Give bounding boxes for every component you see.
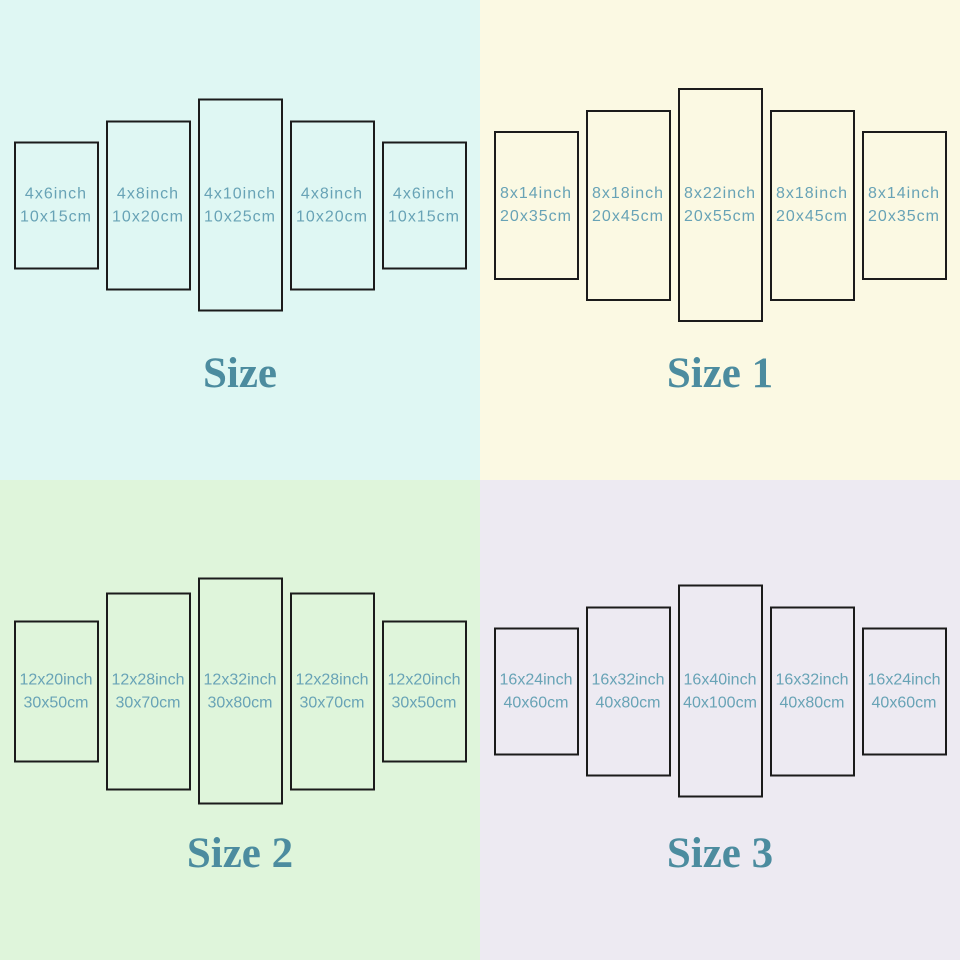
panel-size-inch-label: 8x22inch bbox=[683, 185, 757, 202]
panel-size-cm-label: 20x55cm bbox=[684, 208, 756, 225]
quadrant-size-2: 12x20inch 30x50cm 12x28inch 30x70cm 12x32inc… bbox=[0, 480, 480, 960]
quadrant-size: 4x6inch 10x15cm 4x8inch 10x20cm 4x10inch 10x2… bbox=[0, 0, 480, 480]
panel-size-inch-label: 4x6inch bbox=[392, 185, 456, 202]
canvas-panel: 4x6inch 10x15cm bbox=[381, 141, 467, 269]
panel-row: 16x24inch 40x60cm 16x32inch 40x80cm 16x40inc… bbox=[480, 584, 960, 798]
panel-size-inch-label: 8x18inch bbox=[591, 185, 665, 202]
size-group-title: Size bbox=[202, 350, 278, 397]
panel-size-cm-label: 10x15cm bbox=[388, 208, 460, 225]
panel-size-inch-label: 16x24inch bbox=[867, 671, 941, 688]
canvas-panel: 8x18inch 20x45cm bbox=[585, 109, 671, 301]
panel-size-cm-label: 40x60cm bbox=[503, 694, 569, 711]
panel-size-inch-label: 12x20inch bbox=[19, 671, 93, 688]
panel-size-cm-label: 30x70cm bbox=[299, 694, 365, 711]
panel-size-cm-label: 20x35cm bbox=[500, 208, 572, 225]
size-group-title: Size 3 bbox=[666, 830, 774, 877]
canvas-panel: 16x40inch 40x100cm bbox=[677, 584, 763, 798]
canvas-panel: 8x14inch 20x35cm bbox=[861, 130, 947, 280]
panel-size-cm-label: 20x45cm bbox=[776, 208, 848, 225]
quadrant-size-3: 16x24inch 40x60cm 16x32inch 40x80cm 16x40inc… bbox=[480, 480, 960, 960]
panel-size-inch-label: 16x40inch bbox=[683, 671, 757, 688]
canvas-panel: 12x32inch 30x80cm bbox=[197, 577, 283, 805]
panel-row: 12x20inch 30x50cm 12x28inch 30x70cm 12x32inc… bbox=[0, 577, 480, 805]
canvas-panel: 4x10inch 10x25cm bbox=[197, 98, 283, 312]
canvas-panel: 12x20inch 30x50cm bbox=[13, 620, 99, 762]
panel-size-cm-label: 10x20cm bbox=[296, 208, 368, 225]
canvas-panel: 4x8inch 10x20cm bbox=[289, 120, 375, 290]
quadrant-size-1: 8x14inch 20x35cm 8x18inch 20x45cm 8x22inch 20… bbox=[480, 0, 960, 480]
panel-row: 4x6inch 10x15cm 4x8inch 10x20cm 4x10inch 10x2… bbox=[0, 98, 480, 312]
canvas-panel: 8x14inch 20x35cm bbox=[493, 130, 579, 280]
panel-size-inch-label: 16x24inch bbox=[499, 671, 573, 688]
panel-size-cm-label: 40x80cm bbox=[595, 694, 661, 711]
canvas-panel: 12x28inch 30x70cm bbox=[289, 592, 375, 790]
canvas-panel: 16x32inch 40x80cm bbox=[769, 606, 855, 776]
panel-size-cm-label: 30x50cm bbox=[391, 694, 457, 711]
panel-size-inch-label: 8x14inch bbox=[867, 185, 941, 202]
panel-size-inch-label: 8x14inch bbox=[499, 185, 573, 202]
panel-size-inch-label: 16x32inch bbox=[591, 671, 665, 688]
panel-size-cm-label: 40x60cm bbox=[871, 694, 937, 711]
canvas-panel: 4x6inch 10x15cm bbox=[13, 141, 99, 269]
panel-size-cm-label: 10x25cm bbox=[204, 208, 276, 225]
panel-size-cm-label: 30x80cm bbox=[207, 694, 273, 711]
canvas-panel: 8x22inch 20x55cm bbox=[677, 88, 763, 322]
canvas-panel: 8x18inch 20x45cm bbox=[769, 109, 855, 301]
panel-size-cm-label: 20x45cm bbox=[592, 208, 664, 225]
size-group-title: Size 2 bbox=[186, 830, 294, 877]
panel-size-inch-label: 4x6inch bbox=[24, 185, 88, 202]
panel-size-inch-label: 12x20inch bbox=[387, 671, 461, 688]
canvas-panel: 4x8inch 10x20cm bbox=[105, 120, 191, 290]
canvas-panel: 16x24inch 40x60cm bbox=[493, 627, 579, 755]
panel-size-cm-label: 10x15cm bbox=[20, 208, 92, 225]
canvas-panel: 12x28inch 30x70cm bbox=[105, 592, 191, 790]
panel-size-inch-label: 12x28inch bbox=[295, 671, 369, 688]
panel-size-cm-label: 30x50cm bbox=[23, 694, 89, 711]
panel-size-inch-label: 16x32inch bbox=[775, 671, 849, 688]
panel-size-cm-label: 20x35cm bbox=[868, 208, 940, 225]
panel-size-cm-label: 40x80cm bbox=[779, 694, 845, 711]
panel-row: 8x14inch 20x35cm 8x18inch 20x45cm 8x22inch 20… bbox=[480, 88, 960, 322]
panel-size-inch-label: 4x10inch bbox=[203, 185, 277, 202]
canvas-panel: 12x20inch 30x50cm bbox=[381, 620, 467, 762]
panel-size-inch-label: 12x28inch bbox=[111, 671, 185, 688]
panel-size-inch-label: 4x8inch bbox=[300, 185, 364, 202]
panel-size-inch-label: 8x18inch bbox=[775, 185, 849, 202]
panel-size-cm-label: 10x20cm bbox=[112, 208, 184, 225]
size-group-title: Size 1 bbox=[666, 350, 774, 397]
canvas-panel: 16x24inch 40x60cm bbox=[861, 627, 947, 755]
panel-size-inch-label: 12x32inch bbox=[203, 671, 277, 688]
canvas-panel: 16x32inch 40x80cm bbox=[585, 606, 671, 776]
panel-size-cm-label: 40x100cm bbox=[683, 694, 757, 711]
panel-size-inch-label: 4x8inch bbox=[116, 185, 180, 202]
panel-size-cm-label: 30x70cm bbox=[115, 694, 181, 711]
